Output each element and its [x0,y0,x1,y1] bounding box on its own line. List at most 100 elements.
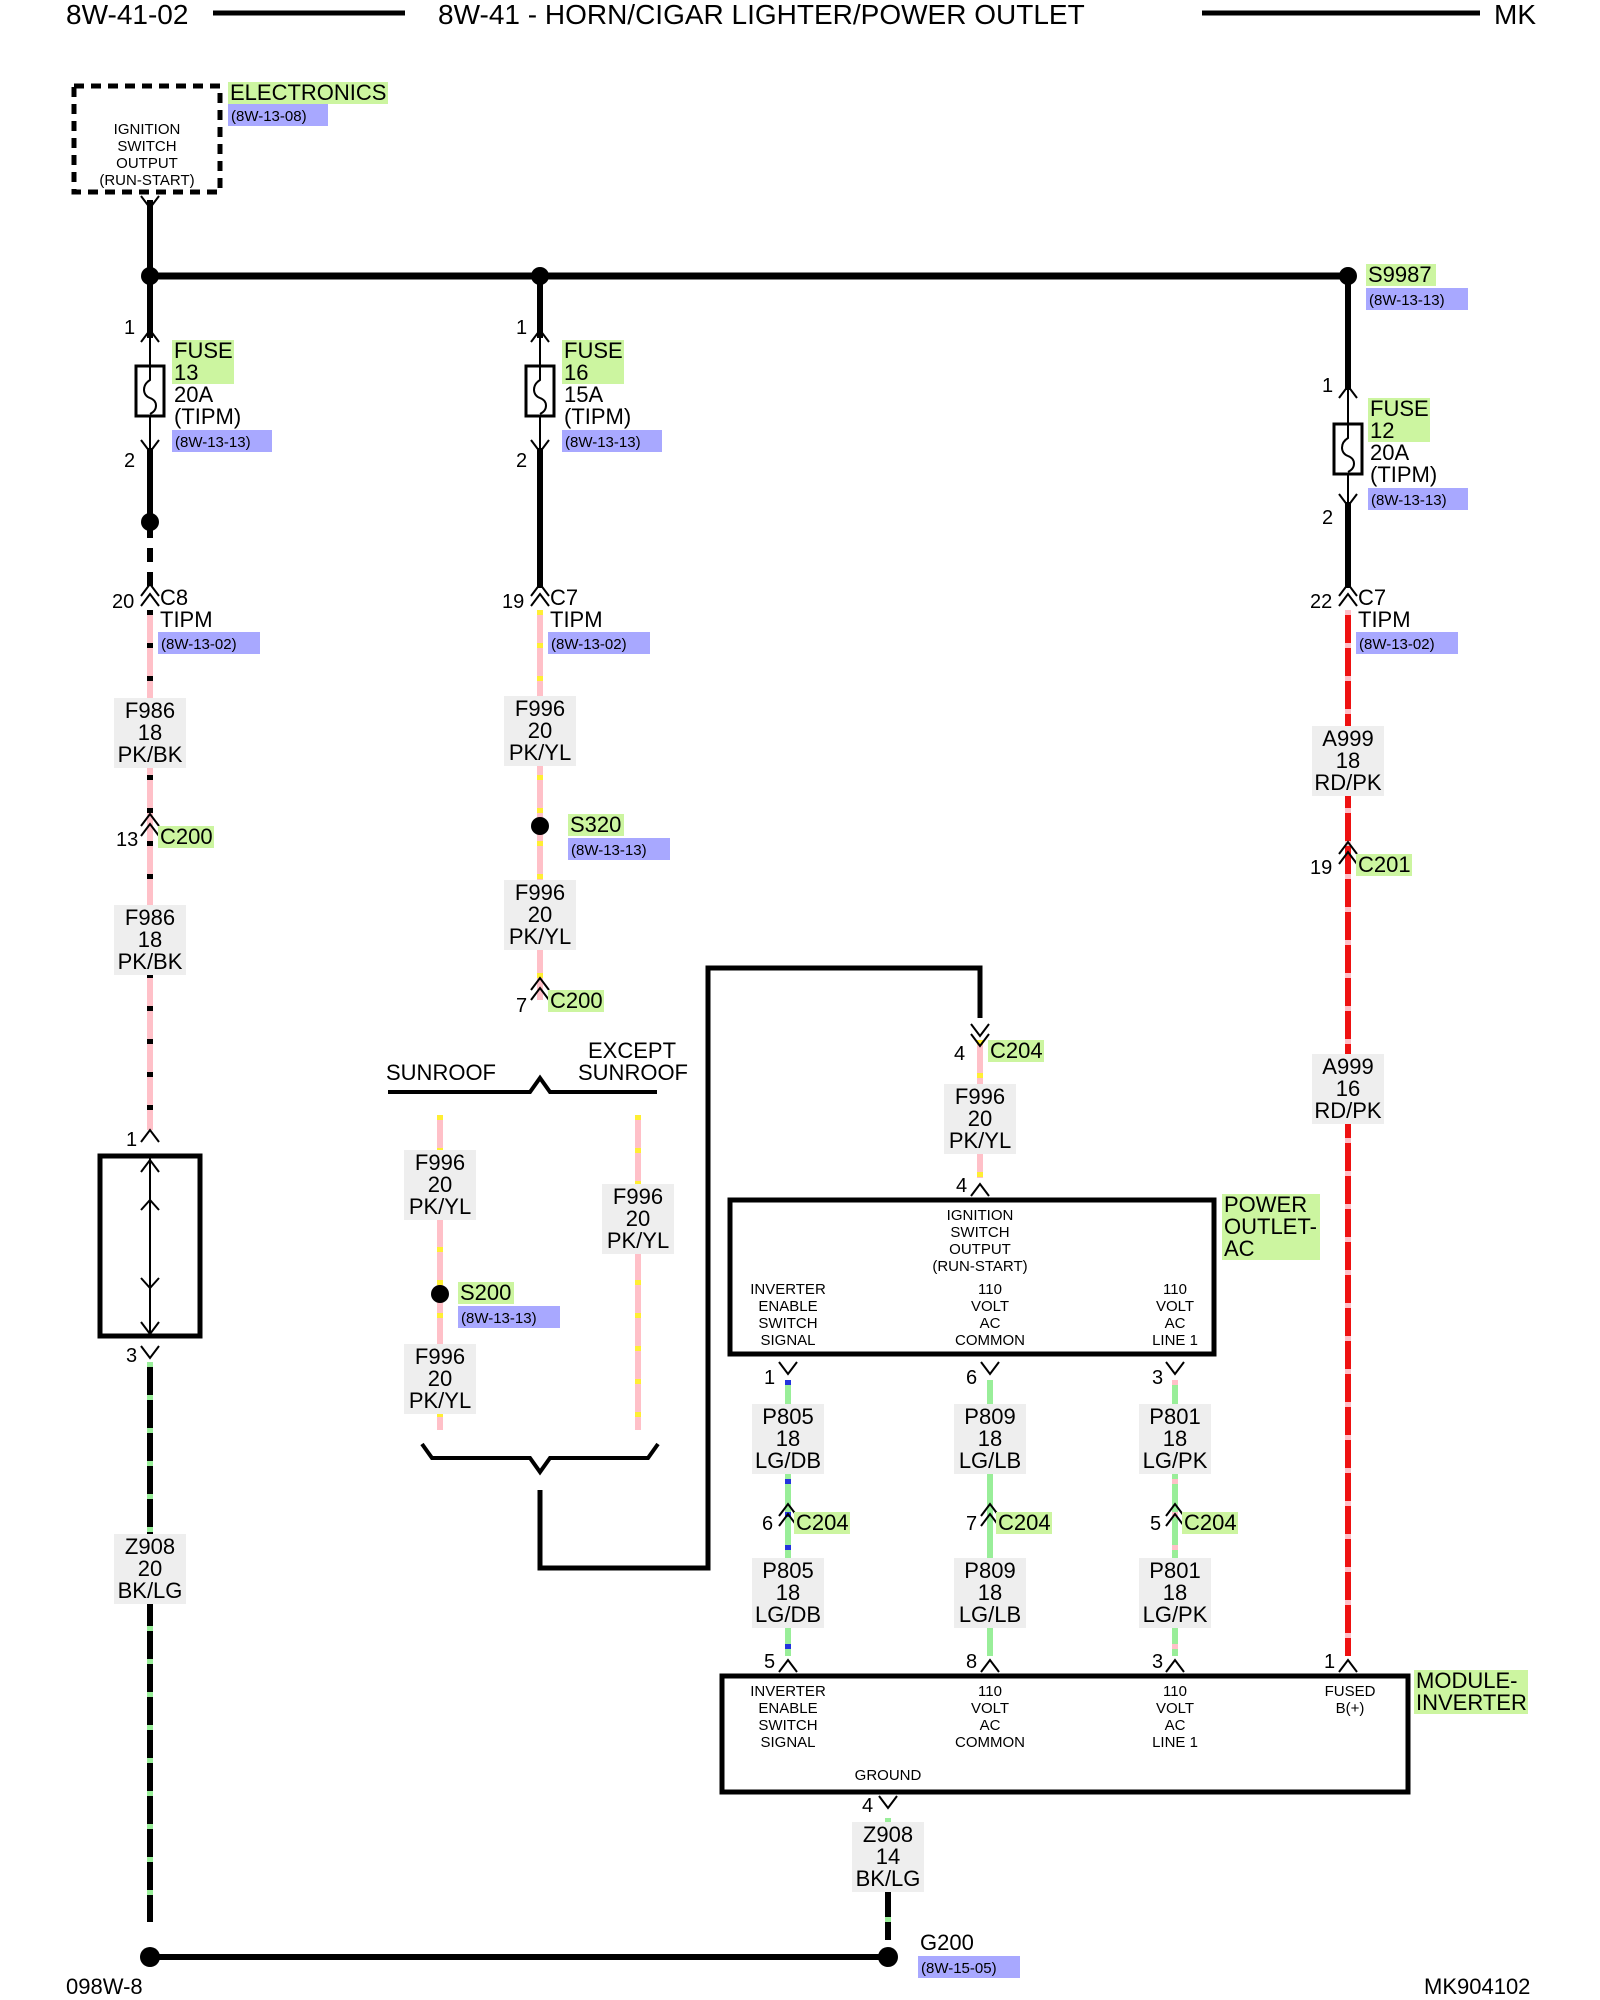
inverter-title: INVERTER [1416,1690,1527,1715]
connector-chevron [1165,1658,1185,1673]
s200-ref: (8W-13-13) [461,1310,537,1327]
wire-label-line: F996 [613,1184,663,1209]
wire-label-line: LG/DB [755,1602,821,1627]
pin-number: 1 [1324,1651,1335,1673]
splice-s320-dot [531,817,549,835]
model-code: MK [1494,0,1536,30]
fuse-number: 12 [1370,418,1394,443]
g200-ref: (8W-15-05) [921,1960,997,1977]
wire-label-line: 18 [776,1426,800,1451]
connector-name: C200 [550,988,603,1013]
wire-label-line: LG/DB [755,1448,821,1473]
connector-chevron [530,582,550,607]
connector-location: TIPM [550,607,603,632]
footer-page-code: MK904102 [1424,1974,1530,1999]
outlet-pin-desc: VOLT [971,1298,1009,1315]
s9987-tag [1366,264,1436,286]
branch-label-except-sunroof: SUNROOF [578,1060,688,1085]
inverter-pin-desc: SWITCH [758,1717,817,1734]
splice-s9987-dot [1339,267,1357,285]
outlet-title: POWER [1224,1192,1307,1217]
outlet-body [727,1197,1217,1357]
s200-ref-tag [458,1306,560,1328]
g200-ref-tag [918,1956,1020,1978]
wire-labels: F98618PK/BKF98618PK/BKF99620PK/YLF99620P… [114,696,1384,1892]
pin-number: 2 [124,450,135,472]
connector-chevron [530,439,550,454]
wire-label-box [954,1558,1026,1628]
connector-c7-a: 19 C7 TIPM (8W-13-02) [502,582,650,654]
connector-c201: 19 C201 [1310,840,1412,879]
inverter-pin-desc: AC [980,1717,1001,1734]
ground-g200-dot [878,1947,898,1967]
fuse-number: 16 [564,360,588,385]
connector-name: C7 [1358,585,1386,610]
s320-ref-tag [568,838,670,860]
fuse-16: 1 2 FUSE 16 15A (TIPM) (8W-13-13) [516,317,662,472]
connector-name: C8 [160,585,188,610]
wire-label-line: F996 [955,1084,1005,1109]
connector-tag [548,990,604,1012]
wire-label-line: PK/BK [118,949,183,974]
connector-chevron [878,1795,898,1810]
outlet-pin-desc: 110 [1163,1281,1187,1298]
inverter-body [719,1673,1411,1795]
wire-label-line: BK/LG [856,1866,921,1891]
branch-label-except: EXCEPT [588,1038,676,1063]
outlet-pin-desc: COMMON [955,1332,1025,1349]
fuse-rating: 20A [174,382,213,407]
inverter-pin-desc: VOLT [1156,1700,1194,1717]
inverter-title-tag [1414,1670,1528,1714]
wire-label-line: PK/YL [509,740,571,765]
connector-c204-2: 7 C204 [966,1502,1052,1535]
connector-ref: (8W-13-02) [1359,636,1435,653]
wire-label-box [114,1534,186,1604]
connector-ref-tag [158,632,260,654]
wire-label-box [954,1404,1026,1474]
fuse-ref: (8W-13-13) [565,434,641,451]
connector-chevron [1338,384,1358,399]
outlet-pin-desc: (RUN-START) [932,1258,1027,1275]
wire-label-box [1312,1054,1384,1124]
wire-label-line: P809 [964,1404,1015,1429]
wire-label-line: 20 [138,1556,162,1581]
outlet-pin-desc: OUTPUT [949,1241,1011,1258]
connector-chevron [778,1658,798,1673]
ign-name-tag [228,82,388,104]
fuse-tag [1368,398,1430,442]
connector-name: C204 [1184,1510,1237,1535]
wire-label-line: F996 [515,880,565,905]
connector-chevron [140,1128,160,1143]
fuse-ref: (8W-13-13) [175,434,251,451]
pin-number: 6 [966,1367,977,1389]
wire-label-box [1139,1558,1211,1628]
pin-number: 3 [1152,1367,1163,1389]
wire-label-line: 18 [138,927,162,952]
wire-label-line: 18 [776,1580,800,1605]
wire-label-line: P801 [1149,1404,1200,1429]
pin-number: 2 [1322,507,1333,529]
wire-label-line: PK/BK [118,742,183,767]
connector-tag [794,1512,850,1534]
wire-label-line: RD/PK [1314,1098,1382,1123]
wire-label-line: 20 [428,1172,452,1197]
wire-label-box [114,905,186,975]
horn-component: 1 3 [97,1128,203,1367]
wire-label-box [752,1404,824,1474]
wire-label-line: 20 [428,1366,452,1391]
outlet-pin-desc: VOLT [1156,1298,1194,1315]
wire-label-line: 20 [626,1206,650,1231]
inverter-pin-desc: INVERTER [750,1683,826,1700]
outlet-pin-desc: INVERTER [750,1281,826,1298]
branch-brace-top [388,1074,657,1094]
footer-doc-code: 098W-8 [66,1974,143,1999]
